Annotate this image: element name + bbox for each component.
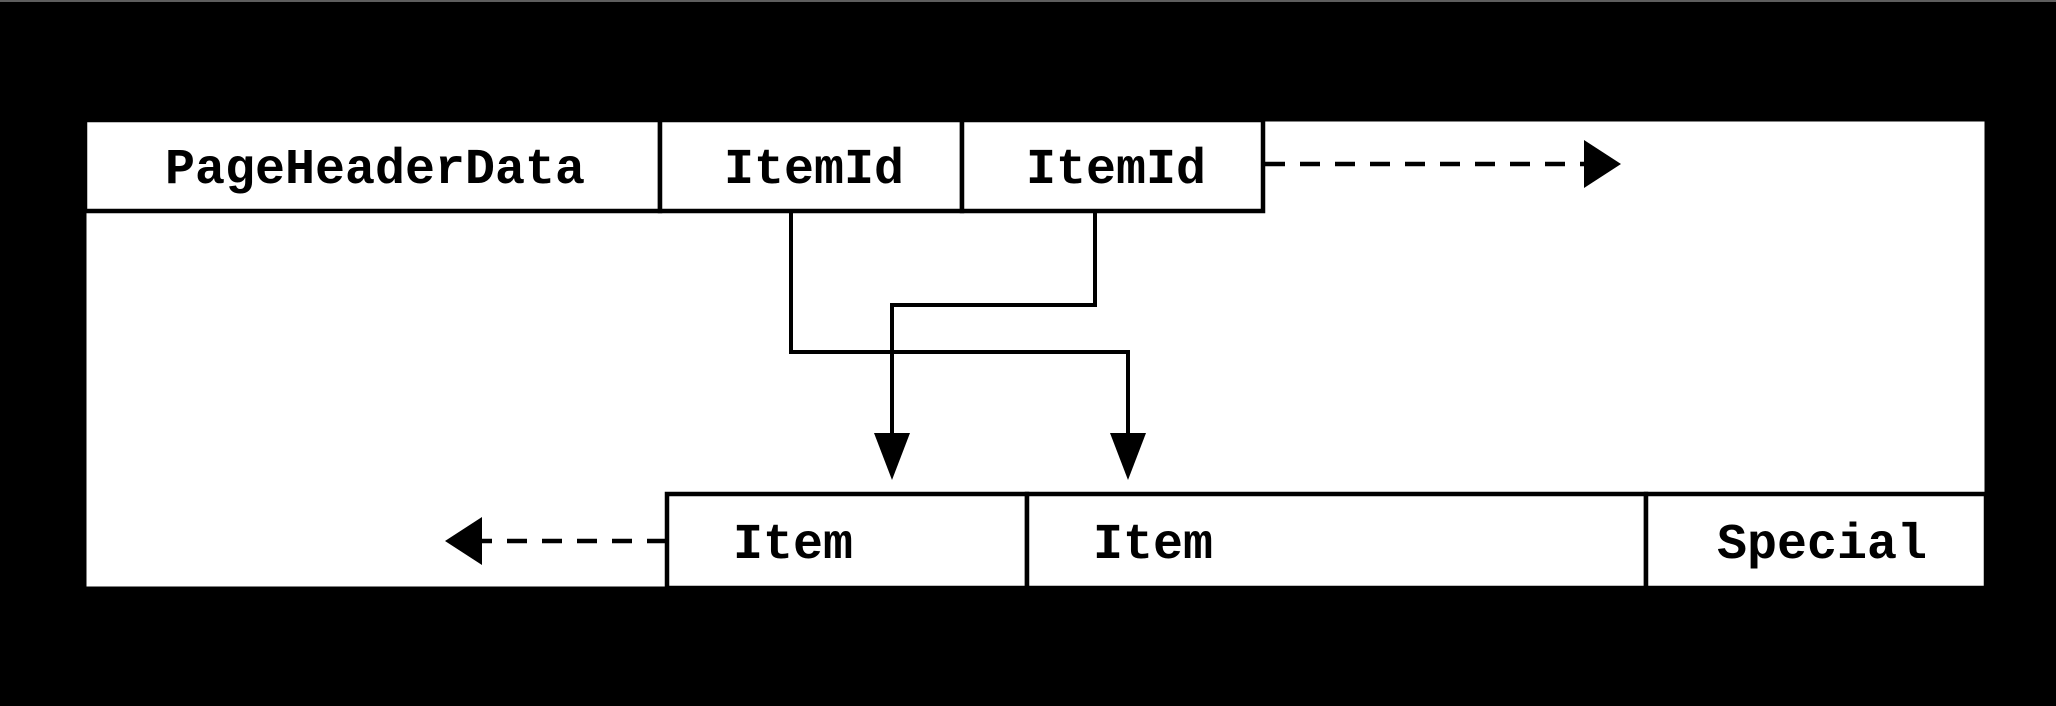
label-item-id-1: ItemId (724, 142, 904, 199)
window-top-edge-line (0, 0, 2056, 2)
cell-item-1 (664, 491, 1030, 591)
label-item-2: Item (1093, 517, 1213, 574)
dashed-arrow-left-icon (445, 517, 482, 565)
cell-page-header-data (82, 117, 663, 214)
dashed-arrow-right-icon (1584, 140, 1621, 188)
label-page-header-data: PageHeaderData (165, 142, 585, 199)
cell-item-2 (1024, 491, 1649, 591)
label-special: Special (1717, 517, 1927, 574)
pointer-line-itemid1-to-item2 (789, 211, 1130, 437)
label-item-id-2: ItemId (1026, 142, 1206, 199)
label-item-1: Item (733, 517, 853, 574)
pointer-line-itemid2-to-item1 (890, 211, 1097, 437)
cell-item-id-2 (959, 117, 1266, 214)
cell-special (1643, 491, 1989, 591)
arrow-down-icon (1110, 433, 1146, 480)
arrow-down-icon (874, 433, 910, 480)
